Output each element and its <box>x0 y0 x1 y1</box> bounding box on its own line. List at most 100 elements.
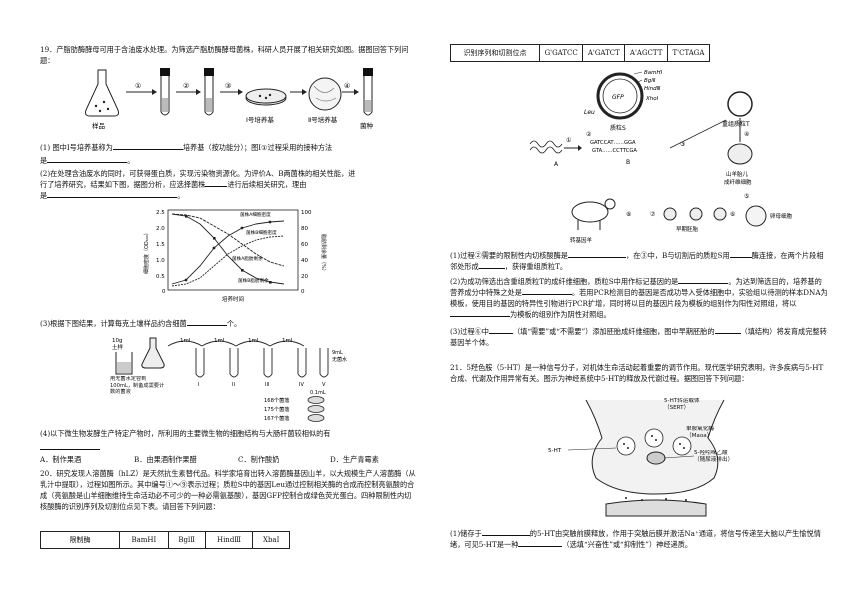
leu-label: Leu <box>584 109 595 116</box>
series-a-density <box>171 220 285 285</box>
q21-q1-text-c: （选填“兴奋性”或“抑制性”）神经递质。 <box>562 540 693 550</box>
enzyme-site-label: XhoⅠ <box>645 96 659 102</box>
medium1-label: Ⅰ号培养基 <box>246 115 274 124</box>
plate-volume-label: 0.1mL <box>310 390 326 396</box>
petri-dish-icon <box>307 396 325 404</box>
colony-count: 167个菌落 <box>264 414 290 422</box>
answer-blank[interactable] <box>678 283 729 284</box>
tube-label: V <box>322 382 326 388</box>
table-header-cell: 限制酶 <box>40 531 120 549</box>
left-column: 19．产脂肪酶酵母可用于含油废水处理。为筛选产脂肪酶酵母菌株，科研人员开展了相关… <box>40 0 418 595</box>
answer-blank[interactable] <box>481 535 530 536</box>
q21-q1-text-b: 的5-HT由突触前膜释放，作用于突触后膜并激活Na⁺通道，将信号传递至大脑以产生… <box>450 529 821 550</box>
petri-dish-icon <box>307 405 325 413</box>
answer-blank[interactable] <box>40 449 100 450</box>
enzyme-site-label: BglⅡ <box>644 78 656 84</box>
colony-count: 168个菌落 <box>264 396 290 404</box>
q21-synapse-figure: 5-HT转运载体 （SERT） 单胺氧化酶 （Maoa） 5-HT 5-羟吲哚乙… <box>548 398 733 517</box>
y2-tick: 100 <box>301 210 312 216</box>
step-1: ① <box>566 137 571 144</box>
q20-intro: 20．研究发现人溶菌酶（hLZ）是天然抗生素替代品。科学家培育出转入溶菌酶基因山… <box>40 469 416 512</box>
transgenic-goat-label: 转基因羊 <box>570 236 593 244</box>
series-label: 菌株A脂肪剩余 <box>232 255 263 262</box>
plasmid-t-label: 重组质粒T <box>722 120 750 128</box>
maoa-enzyme-icon <box>646 451 666 465</box>
goat-cell-label-2: 成纤维细胞 <box>724 178 752 186</box>
tube-label: II <box>232 382 235 388</box>
table-cell: G'GATCC <box>538 44 584 62</box>
table-header-cell: XbaⅠ <box>252 531 290 549</box>
option-b[interactable]: B．由果酒制作果醋 <box>134 455 197 464</box>
answer-blank[interactable] <box>450 316 510 318</box>
answer-blank[interactable] <box>205 186 228 188</box>
plasmid-s-icon <box>596 72 644 120</box>
tube-label: I <box>198 382 199 388</box>
q21-q1-text-a: (1)储存于 <box>450 529 482 538</box>
q19-q3-end: 个。 <box>226 319 242 328</box>
q20-q1-text-a: (1)过程②需要的限制性内切核酸酶是 <box>450 251 568 260</box>
table-cell: A'AGCTT <box>624 44 668 62</box>
answer-blank[interactable] <box>478 268 505 270</box>
q19-isolation-figure: 样品 ① ② ③ Ⅰ号培养基 Ⅱ号培养基 <box>85 68 374 130</box>
postsynaptic-membrane <box>605 499 707 517</box>
q20-q1-text-b: ，在③中，B与切割后的质粒S用 <box>626 251 730 260</box>
step-1: ① <box>135 82 141 90</box>
q20-q2: (2)为成功筛选出含重组质粒T的成纤维细胞，质粒S中用作标记基因的是。为达到筛选… <box>450 276 828 321</box>
q19-growth-chart: 2.5 2.0 1.5 1.0 0.5 0 100 80 60 40 20 0 … <box>143 209 327 303</box>
y-tick: 2.5 <box>156 210 165 216</box>
q20-q1-text-d: ，获得重组质粒T。 <box>504 262 568 272</box>
q19-q1-text-b: 培养基（按功能分）；图Ⅰ①过程采用的接种方法 <box>182 143 333 152</box>
q19-q1-text-a: (1) 图中Ⅰ号培养基称为 <box>40 143 113 152</box>
answer-blank[interactable] <box>729 257 752 258</box>
y-tick: 0.5 <box>156 274 165 280</box>
option-c[interactable]: C．制作酸奶 <box>238 455 280 464</box>
q19-intro: 19．产脂肪酶酵母可用于含油废水处理。为筛选产脂肪酶酵母菌株，科研人员开展了相关… <box>40 45 409 66</box>
embryo-icon <box>663 207 727 221</box>
test-tube-icon <box>363 68 373 116</box>
answer-blank[interactable] <box>112 149 183 150</box>
q19-q2: (2)在处理含油废水的同时，可获得蛋白质，实现污染物资源化。为评价A、B两菌株的… <box>40 169 356 201</box>
answer-blank[interactable] <box>186 325 227 326</box>
step-3: ③ <box>680 141 685 148</box>
step-2: ② <box>586 131 592 138</box>
option-d[interactable]: D．生产青霉素 <box>330 455 379 464</box>
q20-q3-text-a: (3)过程⑥中 <box>450 327 489 336</box>
q19-q3-text: (3)根据下图结果，计算每克土壤样品约含细菌 <box>40 319 187 328</box>
answer-blank[interactable] <box>47 162 128 163</box>
q19-q2-text-a: (2)在处理含油废水的同时，可获得蛋白质，实现污染物资源化。为评价A、B两菌株的… <box>40 169 356 178</box>
flask-icon <box>85 69 119 117</box>
sert-label: 5-HT转运载体 （SERT） <box>664 398 700 411</box>
step-2: ② <box>183 82 189 90</box>
q20-q1: (1)过程②需要的限制性内切核酸酶是 ，在③中，B与切割后的质粒S用酶连接，在两个… <box>450 250 828 272</box>
y2-tick: 40 <box>301 258 308 264</box>
q20-q1-text-c: 酶连接，在两个片段相邻处形成 <box>450 251 824 272</box>
test-tube-icon <box>160 68 170 116</box>
answer-blank[interactable] <box>714 333 741 334</box>
colony-count: 175个菌落 <box>264 405 290 413</box>
test-tube-icon <box>204 68 214 116</box>
step-4: ④ <box>744 131 749 138</box>
answer-blank[interactable] <box>518 546 563 548</box>
answer-blank[interactable] <box>488 333 513 334</box>
q20-q2-text-d: 为模板的组别作为阴性对照组。 <box>510 310 611 320</box>
option-a[interactable]: A．制作果酒 <box>40 455 82 464</box>
q19-q2-text-d: 是 <box>40 191 48 201</box>
series-label: 菌株B脂肪剩余 <box>238 277 269 284</box>
q19-q4: (4)以下微生物发酵生产特定产物时，所利用的主要微生物的细胞结构与大肠杆菌较相似… <box>40 429 331 438</box>
gfp-label: GFP <box>612 94 624 101</box>
answer-blank[interactable] <box>47 197 178 199</box>
test-tube-icon <box>195 348 205 378</box>
series-b-fat <box>171 213 285 267</box>
q20-q3: (3)过程⑥中（填“需要”或“不需要”）添加胚胎成纤维细胞，图中早期胚胎的（填结… <box>450 326 828 348</box>
sample-label: 样品 <box>92 121 105 130</box>
y2-tick: 0 <box>301 289 305 295</box>
sequence-bottom: GTA……CCTTCGA <box>592 148 637 154</box>
q20-q2-text-c: 。若用PCR检测目的基因是否成功导入受体细胞中，实验组以待测的样本DNA为模板，… <box>450 288 828 309</box>
plasmid-t-icon <box>727 91 753 117</box>
q21-intro: 21．5羟色胺（5-HT）是一种信号分子，对机体生命活动起着重要的调节作用。现代… <box>450 363 824 384</box>
answer-blank[interactable] <box>568 257 626 258</box>
enzyme-site-label: BamHⅠ <box>644 70 663 76</box>
answer-blank[interactable] <box>521 294 572 296</box>
q19-q1: (1) 图中Ⅰ号培养基称为 培养基（按功能分）；图Ⅰ①过程采用的接种方法 <box>40 142 332 153</box>
step-3: ③ <box>225 82 231 90</box>
